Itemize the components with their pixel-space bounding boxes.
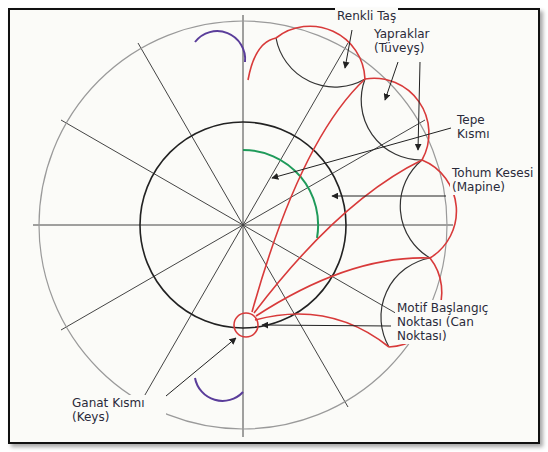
purple-arc [195,378,243,401]
picture-frame [8,8,540,444]
red-petals [234,26,456,347]
part-label: Tepe Kısmı [455,112,511,142]
construction-lines [33,15,453,437]
part-label: Yapraklar (Tüveyş) [372,26,456,56]
outer-circle [39,21,447,429]
part-label: Renkli Taş [335,8,398,24]
purple-arc [195,31,245,62]
part-label: Ganat Kısmı (Keys) [70,395,166,425]
part-label: Motif Başlangıç Noktası (Can Noktası) [395,300,504,344]
part-label: Tohum Kesesi (Mapine) [450,165,536,195]
inner-circle [140,122,346,328]
